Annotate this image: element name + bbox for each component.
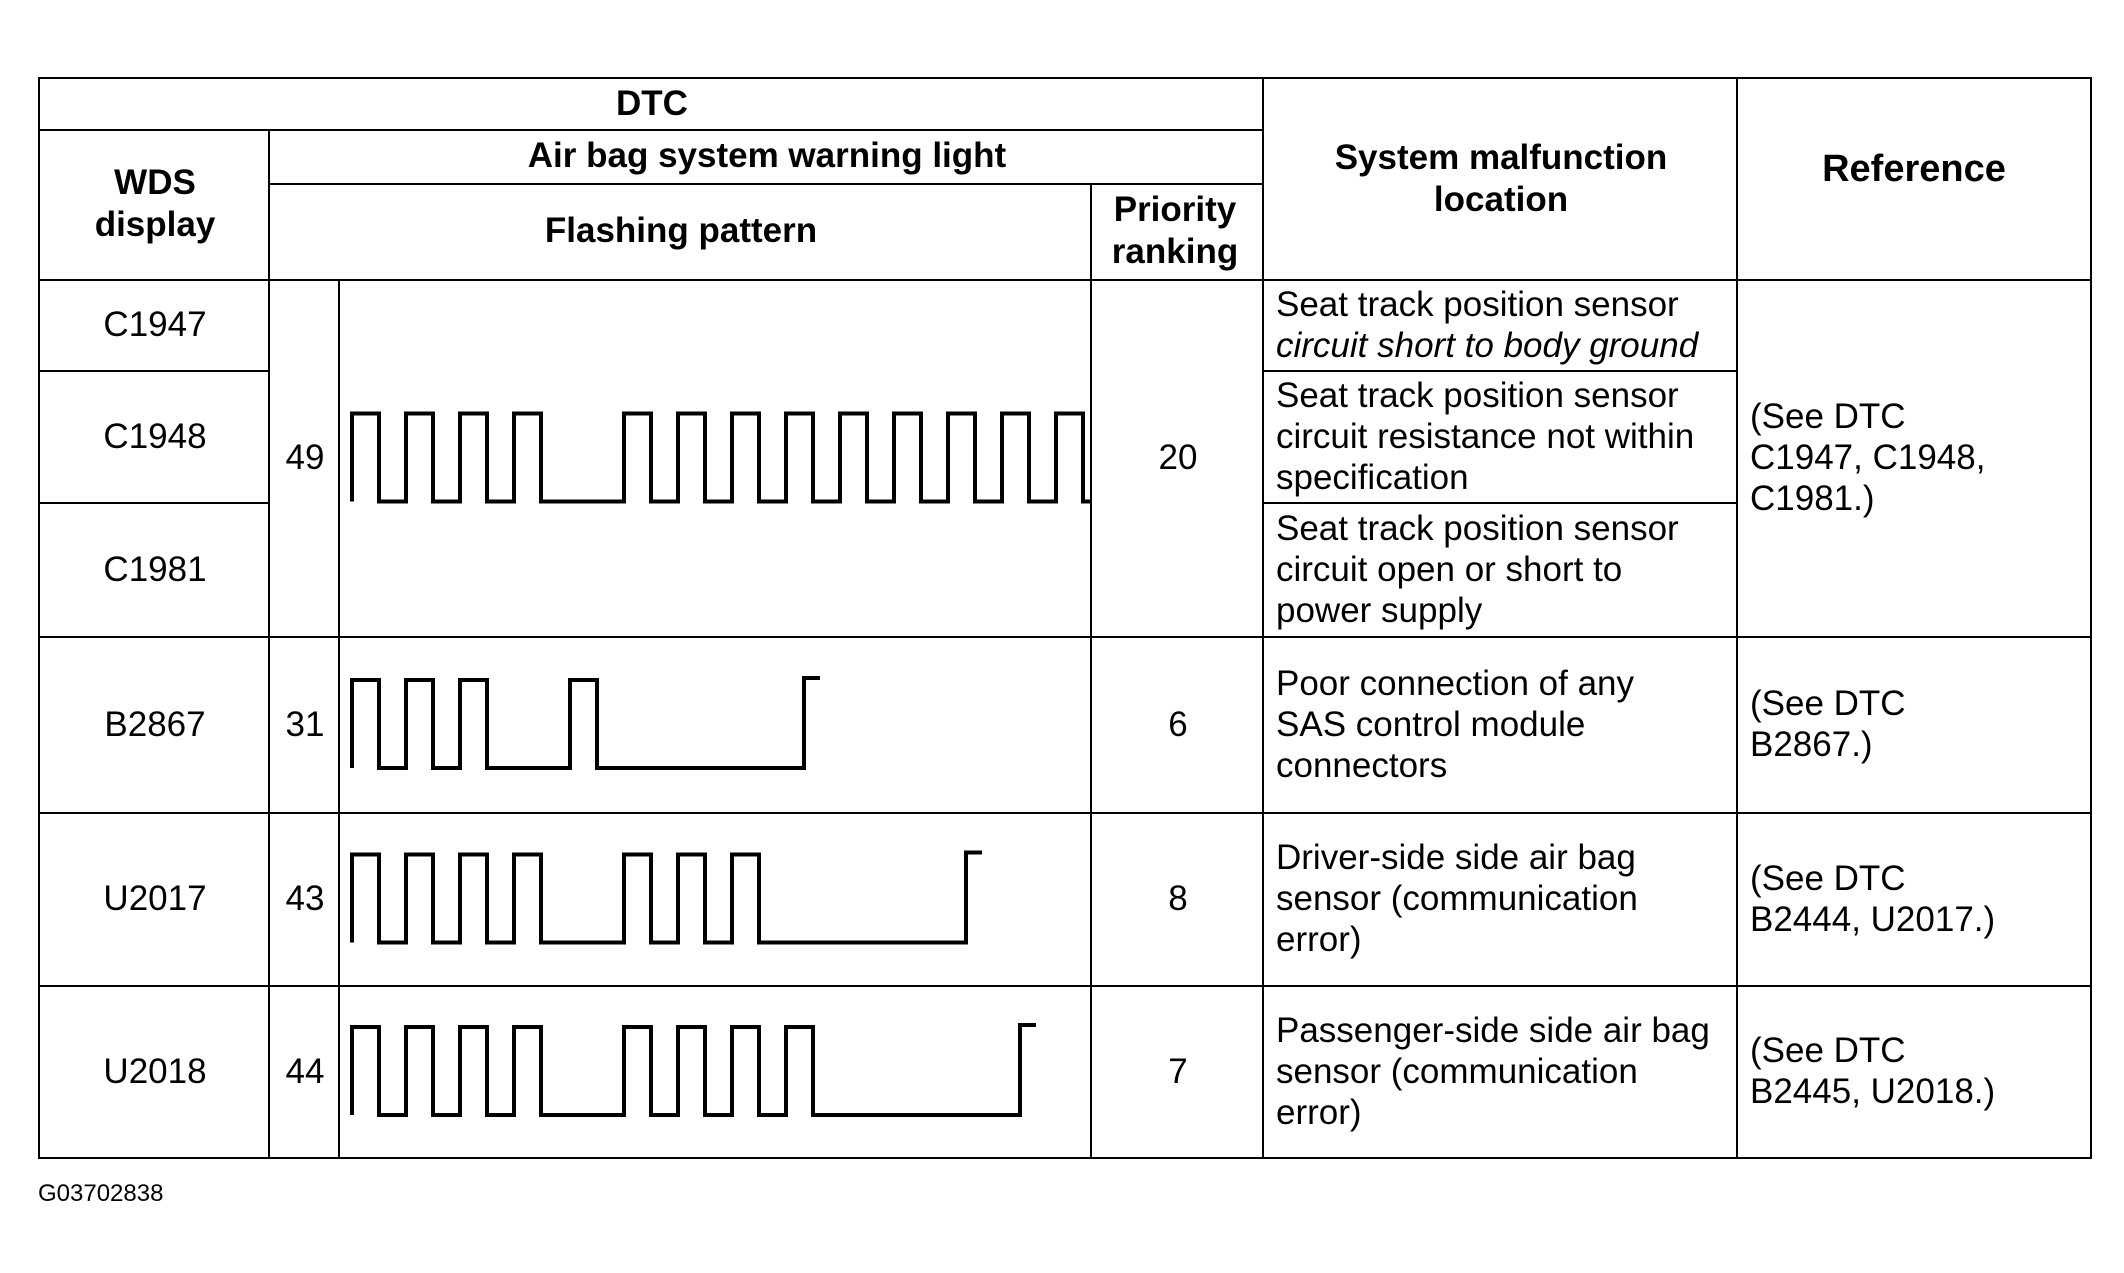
reference-line: B2445, U2018.) [1750, 1072, 1996, 1111]
header-dtc: DTC [616, 84, 688, 123]
wds-code: U2017 [103, 879, 207, 918]
flashing-waveform-line [350, 411, 1092, 504]
location-line: sensor (communication [1276, 879, 1638, 918]
flash-code: 49 [285, 438, 325, 477]
rule-code-right [338, 279, 340, 1157]
header-warning-light: Air bag system warning light [527, 136, 1007, 175]
location-line: Seat track position sensor [1276, 375, 1679, 415]
rule-pattern-right [1090, 183, 1092, 1157]
location-line: connectors [1276, 745, 1448, 785]
location-line: SAS control module [1276, 704, 1586, 744]
dtc-table: DTC WDS display Air bag system warning l… [38, 77, 2092, 1159]
rule-dtc-bottom [40, 129, 1264, 131]
reference-line: (See DTC [1750, 397, 1906, 436]
rule-loc2-bottom [1264, 502, 1738, 504]
location-line: power supply [1276, 590, 1483, 630]
location-line: Poor connection of any [1276, 663, 1635, 703]
location-line: Driver-side side air bag [1276, 838, 1636, 877]
rule-row1-bottom [40, 636, 2090, 638]
header-flashing-pattern: Flashing pattern [544, 211, 818, 250]
reference-line: (See DTC [1750, 1031, 1906, 1070]
location-line: error) [1276, 920, 1362, 959]
flash-code: 31 [285, 704, 325, 744]
rule-row3-bottom [40, 985, 2090, 987]
reference-line: (See DTC [1750, 858, 1906, 898]
flash-code: 44 [285, 1051, 325, 1091]
rule-location-right [1736, 79, 1738, 1157]
rule-priority-right [1262, 79, 1264, 1157]
flashing-pattern-44 [350, 1023, 1036, 1117]
wds-code: C1981 [103, 549, 207, 589]
header-malfunction-location: System malfunction location [1334, 138, 1668, 219]
reference-line: C1947, C1948, [1750, 438, 1986, 477]
flashing-pattern-43 [350, 850, 982, 945]
priority-ranking: 8 [1168, 879, 1188, 918]
reference-line: B2444, U2017.) [1750, 899, 1996, 939]
location-line: circuit resistance not within [1276, 416, 1695, 456]
header-wds-display: WDS display [94, 163, 216, 244]
rule-header-bottom [40, 279, 2090, 281]
rule-loc1-bottom [1264, 370, 1738, 372]
location-line: Passenger-side side air bag [1276, 1010, 1710, 1050]
wds-code: U2018 [103, 1051, 207, 1091]
wds-code: C1947 [103, 305, 207, 344]
figure-id: G03702838 [38, 1180, 164, 1207]
location-line: circuit short to body ground [1276, 325, 1699, 365]
reference-line: B2867.) [1750, 725, 1873, 764]
location-line: error) [1276, 1092, 1362, 1132]
rule-row2-bottom [40, 812, 2090, 814]
rule-warning-light-bottom [270, 183, 1264, 185]
reference-line: C1981.) [1750, 479, 1875, 518]
flashing-waveform-line [350, 850, 982, 945]
rule-c1947-bottom [40, 370, 270, 372]
priority-ranking: 20 [1158, 438, 1198, 477]
location-line: Seat track position sensor [1276, 284, 1679, 324]
priority-ranking: 6 [1168, 704, 1188, 744]
flash-code: 43 [285, 879, 325, 918]
location-line: circuit open or short to [1276, 549, 1623, 589]
wds-code: C1948 [103, 416, 207, 456]
flashing-waveform-line [350, 1023, 1036, 1117]
flashing-waveform-line [350, 676, 820, 770]
reference-line: (See DTC [1750, 684, 1906, 723]
location-line: Seat track position sensor [1276, 508, 1679, 548]
header-reference: Reference [1822, 148, 2006, 190]
wds-code: B2867 [104, 704, 206, 744]
header-priority-ranking: Priority ranking [1111, 190, 1239, 271]
rule-c1948-bottom [40, 502, 270, 504]
priority-ranking: 7 [1168, 1051, 1188, 1091]
location-line: sensor (communication [1276, 1051, 1638, 1091]
flashing-pattern-31 [350, 676, 820, 770]
location-line: specification [1276, 457, 1469, 497]
rule-wds-right [268, 129, 270, 1157]
flashing-pattern-49 [350, 411, 1092, 504]
